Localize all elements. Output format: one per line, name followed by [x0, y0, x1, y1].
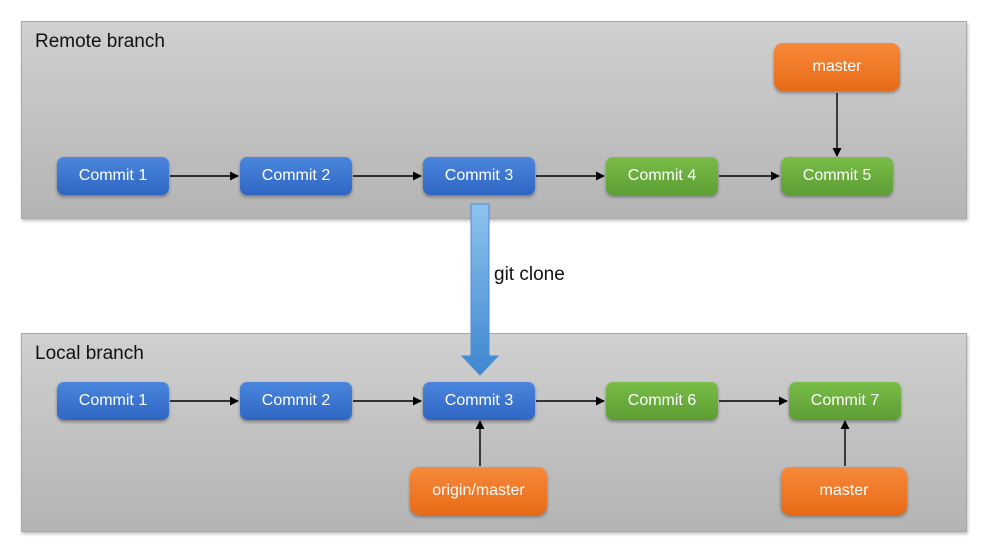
local-master-ref: master: [781, 467, 907, 515]
git-clone-label: git clone: [494, 264, 565, 285]
remote-commit-2: Commit 2: [240, 157, 352, 195]
local-commit-1: Commit 1: [57, 382, 169, 420]
remote-commit-5: Commit 5: [781, 157, 893, 195]
local-commit-2: Commit 2: [240, 382, 352, 420]
remote-master-ref: master: [774, 43, 900, 91]
local-commit-6: Commit 6: [606, 382, 718, 420]
local-commit-7: Commit 7: [789, 382, 901, 420]
origin-master-ref: origin/master: [410, 467, 547, 515]
local-commit-3: Commit 3: [423, 382, 535, 420]
remote-commit-3: Commit 3: [423, 157, 535, 195]
remote-commit-1: Commit 1: [57, 157, 169, 195]
remote-commit-4: Commit 4: [606, 157, 718, 195]
local-branch-title: Local branch: [35, 343, 144, 364]
remote-branch-title: Remote branch: [35, 31, 165, 52]
